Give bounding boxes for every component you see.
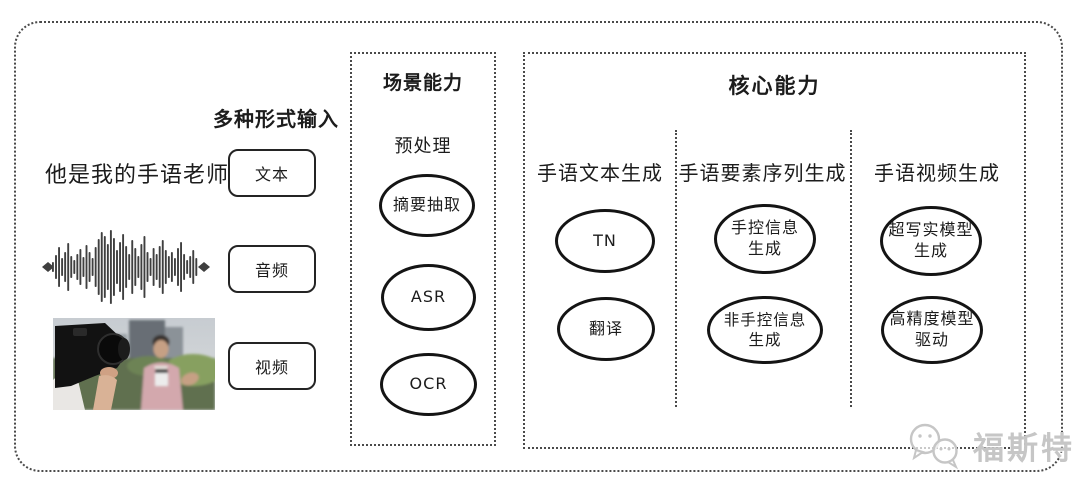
node-high-precision-model-driving: 高精度模型 驱动 (881, 296, 983, 364)
input-type-video: 视频 (228, 342, 316, 390)
sample-sentence: 他是我的手语老师 (45, 163, 230, 188)
column-divider-2 (850, 130, 852, 407)
node-hyperreal-model-generation: 超写实模型 生成 (880, 206, 982, 276)
core-capability-title: 核心能力 (728, 74, 821, 98)
node-ocr: OCR (380, 353, 477, 416)
input-type-audio-label: 音频 (254, 261, 289, 280)
watermark: 福斯特 (903, 420, 1075, 470)
input-type-audio: 音频 (228, 245, 316, 293)
node-tn: TN (555, 209, 655, 273)
scene-capability-box: 场景能力 预处理 摘要抽取 ASR OCR (350, 52, 496, 446)
node-summary-extraction: 摘要抽取 (379, 174, 475, 237)
core-capability-box: 核心能力 手语文本生成 手语要素序列生成 手语视频生成 TN 翻译 手控信息 生… (523, 52, 1026, 449)
column-header-element-sequence: 手语要素序列生成 (678, 161, 847, 185)
column-header-video-generation: 手语视频生成 (874, 161, 1000, 185)
watermark-text: 福斯特 (973, 430, 1075, 467)
input-type-text: 文本 (228, 149, 316, 197)
node-manual-info-generation: 手控信息 生成 (714, 204, 816, 274)
column-header-text-generation: 手语文本生成 (537, 161, 663, 185)
chat-bubbles-logo-icon (909, 423, 959, 470)
outer-dotted-border (14, 21, 1063, 472)
preprocess-label: 预处理 (394, 136, 452, 157)
scene-capability-title: 场景能力 (382, 72, 463, 94)
reporter-photo (53, 318, 215, 410)
node-asr: ASR (381, 264, 476, 331)
input-type-text-label: 文本 (254, 165, 289, 184)
node-translation: 翻译 (557, 297, 655, 361)
column-divider-1 (675, 130, 677, 407)
audio-waveform-icon (42, 230, 210, 304)
input-type-video-label: 视频 (254, 358, 289, 377)
input-forms-label: 多种形式输入 (213, 107, 339, 131)
node-non-manual-info-generation: 非手控信息 生成 (707, 296, 823, 364)
